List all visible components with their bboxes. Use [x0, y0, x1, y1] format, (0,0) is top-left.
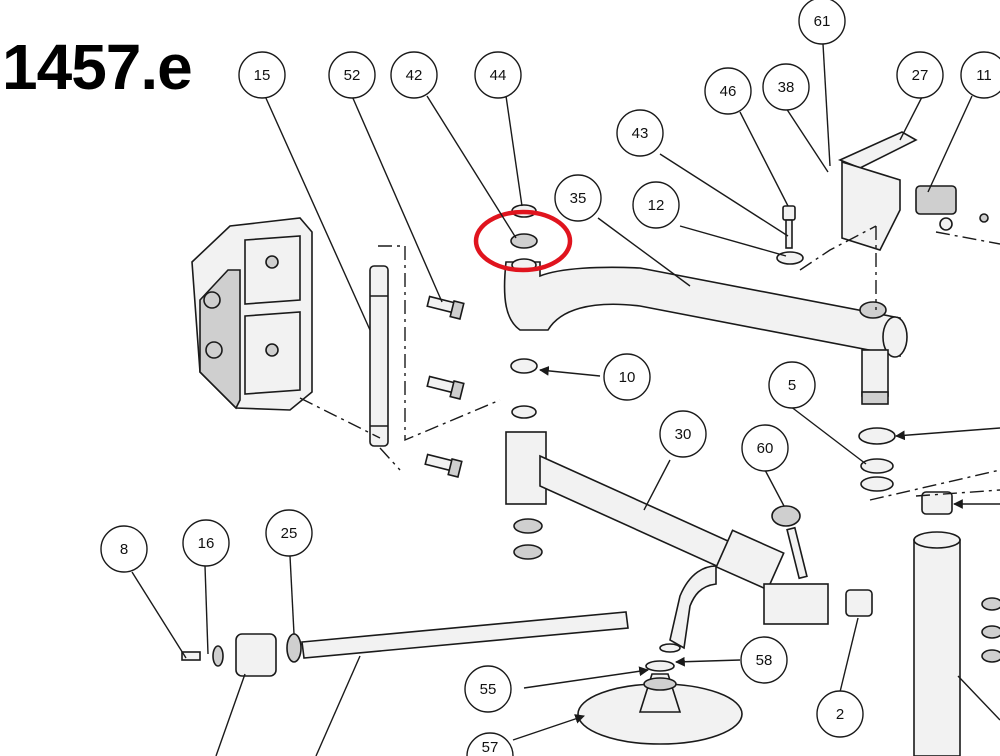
hinge-pin — [369, 265, 389, 447]
adjustment-knob — [771, 505, 808, 580]
screws — [424, 295, 465, 478]
washer-stack-top — [510, 204, 538, 272]
callout-38: 38 — [762, 63, 810, 111]
svg-text:35: 35 — [570, 190, 587, 207]
callout-57: 57 — [466, 732, 514, 756]
svg-text:61: 61 — [814, 13, 831, 30]
wall-bracket-casting — [191, 217, 313, 411]
callout-15: 15 — [238, 51, 286, 99]
callout-42: 42 — [390, 51, 438, 99]
callout-16: 16 — [182, 519, 230, 567]
callout-55: 55 — [464, 665, 512, 713]
leader-lines — [131, 43, 1000, 756]
svg-text:44: 44 — [490, 67, 507, 84]
svg-text:12: 12 — [648, 197, 665, 214]
svg-text:52: 52 — [344, 67, 361, 84]
callout-44: 44 — [474, 51, 522, 99]
svg-text:57: 57 — [482, 739, 499, 756]
svg-text:42: 42 — [406, 67, 423, 84]
end-cap — [845, 589, 873, 617]
svg-text:27: 27 — [912, 67, 929, 84]
svg-text:30: 30 — [675, 426, 692, 443]
callout-25: 25 — [265, 509, 313, 557]
top-bracket — [837, 131, 989, 251]
callout-60: 60 — [741, 424, 789, 472]
callout-27: 27 — [896, 51, 944, 99]
highlight-ring — [473, 209, 573, 273]
svg-text:25: 25 — [281, 525, 298, 542]
vertical-post — [858, 427, 1000, 756]
upper-swing-arm — [503, 261, 908, 405]
washer-middle — [510, 358, 538, 419]
svg-text:38: 38 — [778, 79, 795, 96]
spout — [659, 565, 717, 653]
svg-text:2: 2 — [836, 706, 844, 723]
svg-text:15: 15 — [254, 67, 271, 84]
svg-text:43: 43 — [632, 125, 649, 142]
shower-head — [577, 660, 743, 745]
callout-8: 8 — [100, 525, 148, 573]
callout-35: 35 — [554, 174, 602, 222]
callout-58: 58 — [740, 636, 788, 684]
svg-text:5: 5 — [788, 377, 796, 394]
svg-text:60: 60 — [757, 440, 774, 457]
svg-text:16: 16 — [198, 535, 215, 552]
callout-30: 30 — [659, 410, 707, 458]
screw-and-washer — [776, 205, 804, 265]
lower-arm — [505, 431, 829, 625]
svg-text:8: 8 — [120, 541, 128, 558]
callout-11: 11 — [960, 51, 1000, 99]
callout-61: 61 — [798, 0, 846, 45]
horizontal-rod — [181, 611, 629, 677]
svg-text:10: 10 — [619, 369, 636, 386]
callout-43: 43 — [616, 109, 664, 157]
assembly-line — [799, 225, 1000, 501]
callout-12: 12 — [632, 181, 680, 229]
callout-2: 2 — [816, 690, 864, 738]
assembly-line — [299, 245, 501, 471]
figure-number: 1457.e — [2, 31, 193, 103]
callout-52: 52 — [328, 51, 376, 99]
callout-46: 46 — [704, 67, 752, 115]
callout-5: 5 — [768, 361, 816, 409]
svg-text:55: 55 — [480, 681, 497, 698]
svg-text:46: 46 — [720, 83, 737, 100]
svg-text:58: 58 — [756, 652, 773, 669]
svg-text:11: 11 — [976, 67, 992, 84]
callout-10: 10 — [603, 353, 651, 401]
